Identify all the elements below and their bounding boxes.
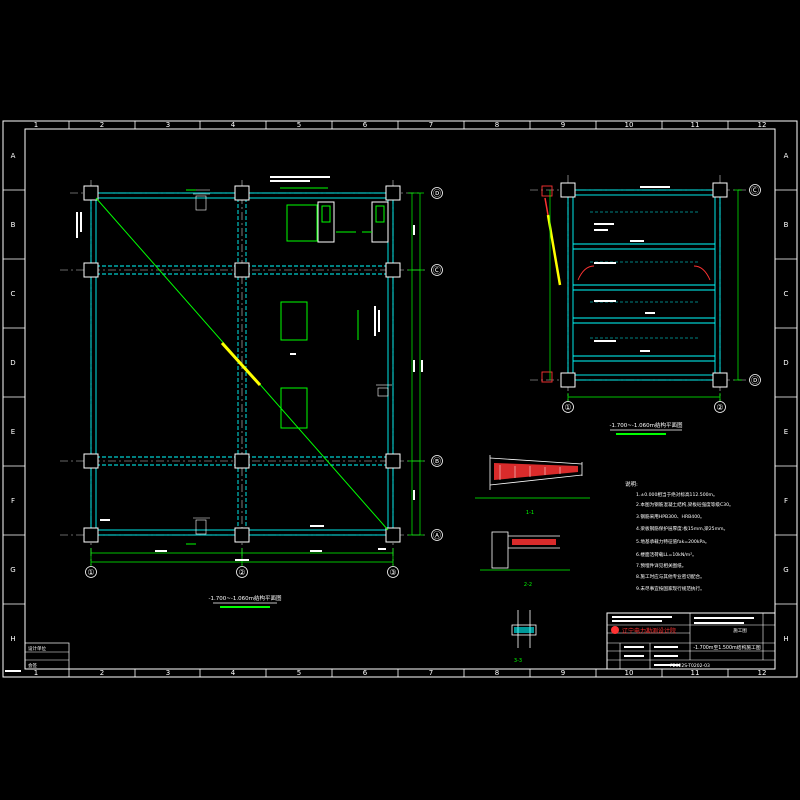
row-label: B xyxy=(11,221,16,229)
drawing-number: F2022S-T0202-03 xyxy=(670,663,710,669)
note-item: 2.本图为钢筋混凝土结构,梁板砼强度等级C30。 xyxy=(636,501,734,508)
col-label: 11 xyxy=(691,121,700,129)
section-2-label: 2-2 xyxy=(524,582,532,588)
col-label: 12 xyxy=(758,121,767,129)
col-label: 10 xyxy=(625,669,634,677)
note-item: 6.楼面活荷载LL=10kN/m²。 xyxy=(636,551,697,558)
col-label: 5 xyxy=(297,121,301,129)
main-plan-title: -1.700~-1.060m结构平面图 xyxy=(209,594,282,602)
note-item: 5.地基承载力特征值fak=200kPa。 xyxy=(636,538,709,545)
row-label: A xyxy=(11,152,16,160)
col-label: 8 xyxy=(495,121,499,129)
section-details: 1-1 2-2 3-3 xyxy=(475,455,590,664)
stamp-line-1: 设计单位 xyxy=(28,645,46,652)
col-label: 8 xyxy=(495,669,499,677)
inner-frame xyxy=(24,128,776,670)
row-label: E xyxy=(11,428,15,436)
left-stamp: 设计单位 会签 xyxy=(5,642,70,672)
row-label: C xyxy=(11,290,16,298)
row-label: H xyxy=(783,635,788,643)
right-axis-1: ① xyxy=(564,403,571,412)
right-axis-c: Ⓒ xyxy=(751,186,759,195)
main-plan: ① ② ③ Ⓓ Ⓒ Ⓑ Ⓐ -1.700~-1.060m结构平面图 xyxy=(60,176,443,608)
axis-bubble-d: Ⓓ xyxy=(433,189,441,198)
note-item: 3.钢筋采用HPB300、HRB400。 xyxy=(636,513,705,520)
col-label: 2 xyxy=(100,669,104,677)
row-label: B xyxy=(784,221,789,229)
row-label: C xyxy=(784,290,789,298)
col-label: 11 xyxy=(691,669,700,677)
company-logo xyxy=(611,626,619,634)
border-ticks xyxy=(3,121,797,677)
right-axis-2: ② xyxy=(716,403,723,412)
note-item: 8.施工时应与其他专业密切配合。 xyxy=(636,573,705,580)
row-label: F xyxy=(11,497,15,505)
row-label: D xyxy=(10,359,15,367)
axis-bubble-1: ① xyxy=(87,568,94,577)
stamp-line-2: 会签 xyxy=(28,662,37,669)
outer-frame xyxy=(2,120,798,678)
axis-bubble-b: Ⓑ xyxy=(433,457,441,466)
col-label: 6 xyxy=(363,121,368,129)
note-item: 7.预埋件详见相关图纸。 xyxy=(636,562,686,569)
col-label: 12 xyxy=(758,669,767,677)
col-label: 9 xyxy=(561,121,565,129)
col-label: 3 xyxy=(166,121,170,129)
row-label: D xyxy=(783,359,788,367)
axis-bubble-2: ② xyxy=(238,568,245,577)
row-label: H xyxy=(10,635,15,643)
right-plan: ① ② Ⓒ Ⓓ -1.700~-1.060m结构平面图 xyxy=(530,175,761,435)
company-name: 辽宁电力勘测设计院 xyxy=(622,627,676,635)
col-label: 9 xyxy=(561,669,565,677)
col-label: 6 xyxy=(363,669,368,677)
col-label: 7 xyxy=(429,669,433,677)
col-label: 3 xyxy=(166,669,170,677)
col-label: 10 xyxy=(625,121,634,129)
col-label: 4 xyxy=(231,669,236,677)
notes-heading: 说明: xyxy=(625,480,638,488)
col-label: 5 xyxy=(297,669,301,677)
row-label: G xyxy=(783,566,788,574)
col-label: 4 xyxy=(231,121,236,129)
note-item: 4.梁板钢筋保护层厚度:板15mm,梁25mm。 xyxy=(636,525,728,532)
row-label: E xyxy=(784,428,788,436)
row-label: G xyxy=(10,566,15,574)
col-label: 2 xyxy=(100,121,104,129)
note-item: 1.±0.000相当于绝对标高112.500m。 xyxy=(636,491,718,498)
axis-bubble-3: ③ xyxy=(389,568,396,577)
col-label: 1 xyxy=(34,669,38,677)
row-label: F xyxy=(784,497,788,505)
title-block: 辽宁电力勘测设计院 施工图 -1.700m至1.500m结构施工图 F2022S… xyxy=(606,612,776,670)
right-axis-d: Ⓓ xyxy=(751,376,759,385)
axis-bubble-c: Ⓒ xyxy=(433,266,441,275)
section-3-label: 3-3 xyxy=(514,658,522,664)
right-plan-title: -1.700~-1.060m结构平面图 xyxy=(610,421,683,429)
col-label: 1 xyxy=(34,121,38,129)
section-1-label: 1-1 xyxy=(526,510,534,516)
stage-label: 施工图 xyxy=(733,627,747,634)
drawing-title: -1.700m至1.500m结构施工图 xyxy=(693,644,761,651)
row-label: A xyxy=(784,152,789,160)
axis-bubble-a: Ⓐ xyxy=(433,531,441,540)
col-label: 7 xyxy=(429,121,433,129)
notes: 说明: 1.±0.000相当于绝对标高112.500m。 2.本图为钢筋混凝土结… xyxy=(625,480,734,592)
note-item: 9.未尽事宜按国家现行规范执行。 xyxy=(636,585,705,592)
